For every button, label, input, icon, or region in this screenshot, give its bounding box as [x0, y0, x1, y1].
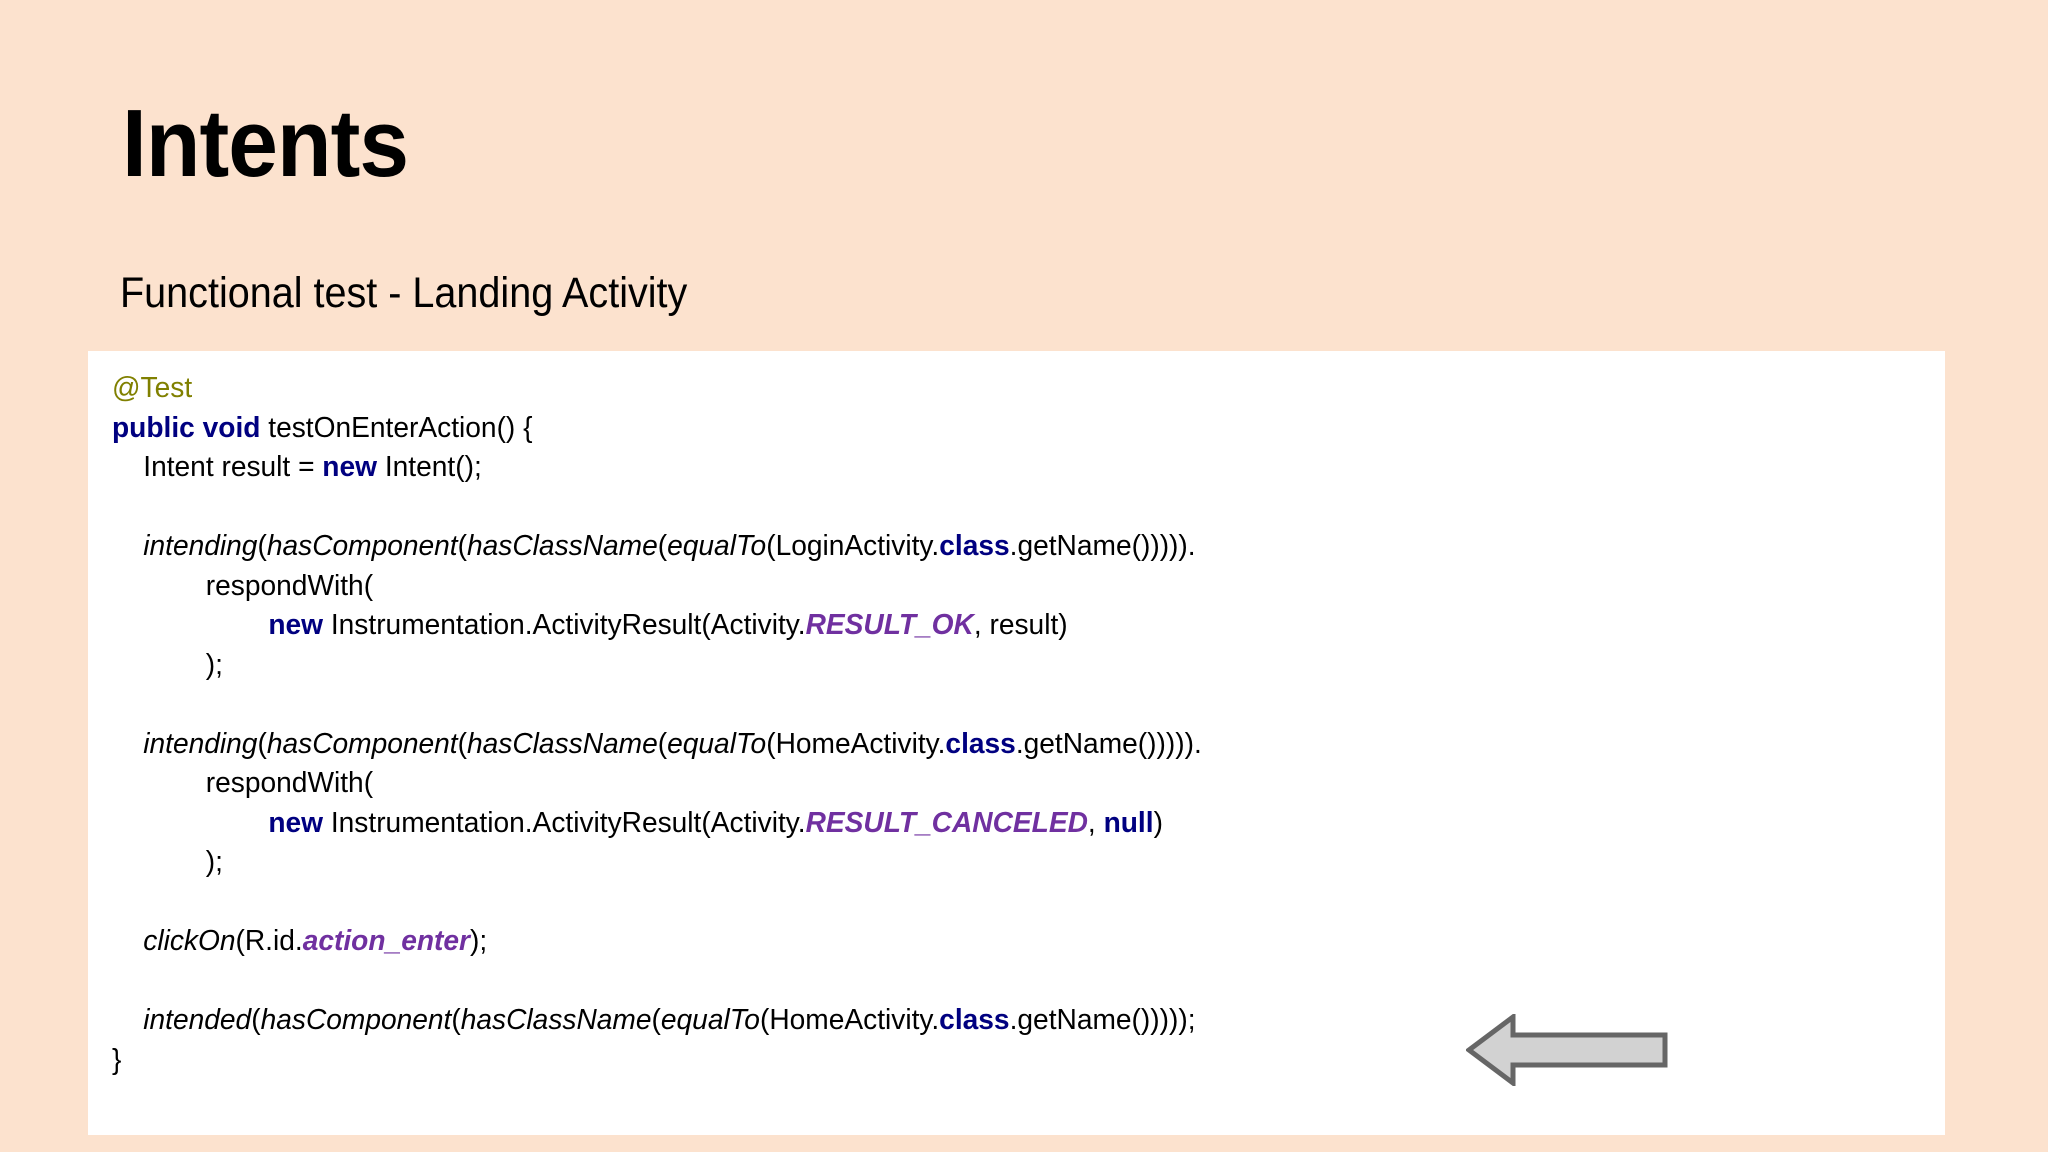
code-token-const: action_enter — [302, 925, 470, 957]
code-token-plain: respondWith( — [205, 569, 374, 602]
code-token-const: RESULT_CANCELED — [805, 806, 1088, 839]
code-token-anno: @Test — [112, 372, 193, 404]
code-line: new Instrumentation.ActivityResult(Activ… — [112, 606, 1880, 646]
code-token-plain: ( — [657, 727, 668, 760]
code-token-plain: ); — [205, 648, 223, 681]
code-token-plain: ( — [251, 1004, 261, 1036]
code-token-plain: ( — [651, 1004, 661, 1036]
code-indent — [112, 530, 143, 562]
code-line — [112, 962, 1880, 1002]
code-token-kw: null — [1103, 806, 1154, 839]
slide-subtitle: Functional test - Landing Activity — [120, 269, 688, 317]
code-token-method: intended — [143, 1004, 252, 1036]
code-indent — [112, 1004, 143, 1036]
code-token-plain: .getName())))). — [1009, 530, 1196, 562]
code-token-method: hasComponent — [266, 530, 458, 562]
code-line: new Instrumentation.ActivityResult(Activ… — [112, 804, 1880, 844]
code-indent — [112, 925, 143, 957]
code-token-plain: (HomeActivity. — [766, 727, 946, 760]
code-token-plain: ); — [205, 846, 223, 878]
code-indent — [112, 570, 206, 602]
code-token-method: hasClassName — [467, 530, 658, 562]
code-indent — [112, 807, 268, 839]
code-indent — [112, 451, 143, 483]
code-token-method: intending — [143, 530, 258, 562]
code-line: intended(hasComponent(hasClassName(equal… — [112, 1001, 1880, 1041]
code-token-plain: (R.id. — [235, 925, 303, 957]
code-token-method: equalTo — [660, 1004, 760, 1036]
code-token-kw: public void — [112, 411, 261, 444]
code-line — [112, 685, 1880, 725]
code-line: respondWith( — [112, 764, 1880, 804]
code-token-plain: , — [1087, 806, 1104, 839]
code-indent — [112, 609, 268, 641]
code-token-plain: Instrumentation.ActivityResult(Activity. — [323, 806, 806, 839]
code-indent — [112, 846, 206, 878]
code-line: intending(hasComponent(hasClassName(equa… — [112, 725, 1880, 765]
code-line — [112, 883, 1880, 923]
code-block: @Test public void testOnEnterAction() { I… — [112, 369, 1880, 1080]
code-line: public void testOnEnterAction() { — [112, 409, 1880, 449]
code-token-plain: respondWith( — [205, 767, 374, 799]
code-line: ); — [112, 646, 1880, 686]
code-token-plain: ( — [257, 727, 267, 760]
code-panel: @Test public void testOnEnterAction() { I… — [88, 351, 1945, 1135]
code-indent — [112, 728, 143, 760]
code-token-kw: new — [268, 609, 324, 641]
code-token-method: hasClassName — [460, 1004, 652, 1036]
code-token-plain: (HomeActivity. — [759, 1004, 940, 1036]
code-token-plain: ( — [457, 530, 468, 562]
code-token-plain: testOnEnterAction() { — [260, 411, 533, 444]
code-indent — [112, 649, 206, 681]
code-token-plain: } — [112, 1043, 122, 1076]
code-token-method: hasComponent — [266, 727, 458, 760]
code-token-method: hasComponent — [260, 1004, 452, 1036]
code-line: ); — [112, 843, 1880, 883]
code-token-plain: Instrumentation.ActivityResult(Activity. — [323, 609, 806, 641]
code-token-plain: ( — [257, 530, 267, 562]
code-token-kw: class — [939, 1004, 1010, 1036]
code-indent — [112, 767, 206, 799]
code-line — [112, 488, 1880, 528]
code-line: respondWith( — [112, 567, 1880, 607]
code-token-plain: .getName())))). — [1015, 727, 1202, 760]
code-token-kw: class — [945, 727, 1016, 760]
page-title: Intents — [122, 90, 409, 197]
code-token-plain: .getName())))); — [1009, 1004, 1196, 1036]
code-token-plain: Intent(); — [377, 451, 482, 483]
code-token-kw: new — [268, 806, 324, 839]
code-line: intending(hasComponent(hasClassName(equa… — [112, 527, 1880, 567]
code-token-plain: ); — [469, 925, 488, 957]
code-token-method: equalTo — [667, 727, 767, 760]
code-token-method: hasClassName — [467, 727, 658, 760]
code-token-plain: ) — [1153, 806, 1163, 839]
code-token-plain: ( — [451, 1004, 461, 1036]
code-token-plain: Intent result = — [143, 451, 323, 483]
code-token-plain: ( — [657, 530, 668, 562]
code-line: Intent result = new Intent(); — [112, 448, 1880, 488]
code-token-plain: ( — [457, 727, 468, 760]
code-line: clickOn(R.id.action_enter); — [112, 922, 1880, 962]
code-token-kw: new — [322, 451, 378, 483]
code-token-kw: class — [939, 530, 1010, 562]
code-token-method: intending — [143, 727, 258, 760]
code-token-method: equalTo — [667, 530, 767, 562]
left-arrow-icon — [1466, 1014, 1668, 1086]
code-token-plain: (LoginActivity. — [766, 530, 940, 562]
code-token-plain: , result) — [973, 609, 1068, 641]
code-token-const: RESULT_OK — [805, 609, 974, 641]
code-line: @Test — [112, 369, 1880, 409]
code-line: } — [112, 1041, 1880, 1081]
code-token-method: clickOn — [143, 925, 236, 957]
